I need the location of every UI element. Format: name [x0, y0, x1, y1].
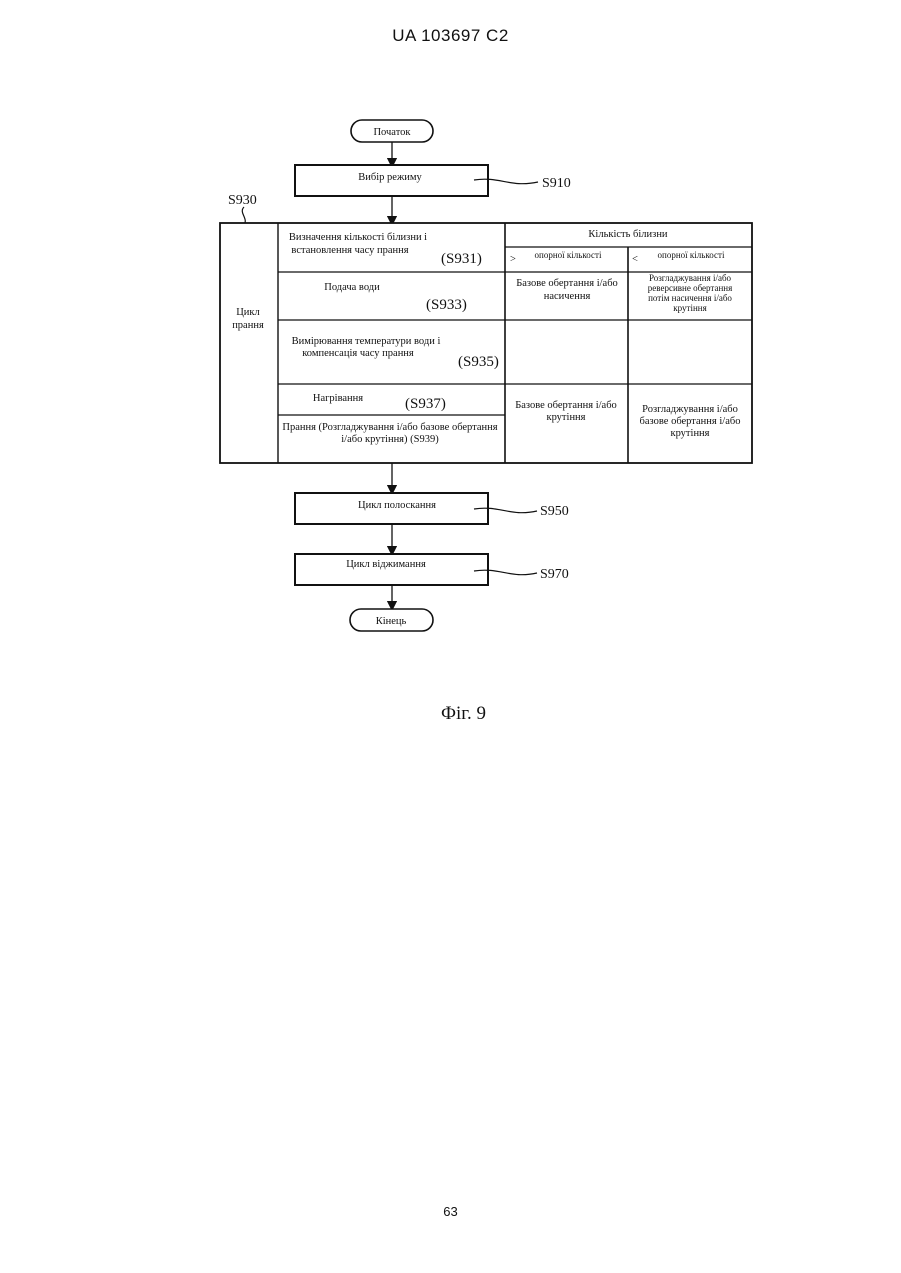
step-s935-code: (S935)	[458, 354, 499, 370]
col1-wash-line2: крутіння	[546, 412, 585, 423]
col2-wash-line1: Розгладжування і/або	[642, 404, 738, 415]
rinse-label: Цикл полоскання	[358, 500, 436, 511]
col2-water-line1: Розгладжування і/або	[649, 273, 732, 283]
step-s937-code: (S937)	[405, 396, 446, 412]
step-s935-line2: компенсація часу прання	[302, 348, 414, 359]
mode-select-code: S910	[542, 176, 571, 191]
col1-header: опорної кількості	[535, 250, 602, 260]
step-s939-line2: і/або крутіння) (S939)	[341, 434, 439, 445]
col2-sign: <	[632, 254, 638, 265]
wash-cycle-label-line1: Цикл	[236, 307, 260, 318]
wash-cycle-label-line2: прання	[232, 320, 264, 331]
col2-wash-line3: крутіння	[670, 428, 709, 439]
wash-cycle-code: S930	[228, 193, 257, 208]
page-number: 63	[0, 1204, 901, 1219]
mode-select-label: Вибір режиму	[358, 172, 422, 183]
col1-wash-line1: Базове обертання і/або	[515, 400, 617, 411]
step-s931-code: (S931)	[441, 251, 482, 267]
col2-water-line3: потім насичення і/або	[648, 293, 732, 303]
step-s933-line1: Подача води	[324, 282, 380, 293]
step-s937-line1: Нагрівання	[313, 393, 363, 404]
figure-caption: Фіг. 9	[0, 703, 901, 725]
end-label: Кінець	[376, 616, 407, 627]
step-s931-line2: встановлення часу прання	[291, 245, 408, 256]
col1-water-line1: Базове обертання і/або	[516, 278, 618, 289]
col1-sign: >	[510, 254, 516, 265]
col2-wash-line2: базове обертання і/або	[640, 416, 741, 427]
rinse-code: S950	[540, 504, 569, 519]
col2-water-line4: крутіння	[673, 303, 706, 313]
spin-label: Цикл віджимання	[346, 559, 426, 570]
col2-header: опорної кількості	[658, 250, 725, 260]
step-s931-line1: Визначення кількості білизни і	[289, 232, 427, 243]
col1-water-line2: насичення	[544, 291, 591, 302]
step-s935-line1: Вимірювання температури води і	[292, 336, 441, 347]
washing-flowchart: Початок Вибір режиму S910 S930 Цикл пран…	[0, 0, 901, 700]
col2-water-line2: реверсивне обертання	[648, 283, 732, 293]
spin-code: S970	[540, 567, 569, 582]
step-s933-code: (S933)	[426, 297, 467, 313]
start-label: Початок	[373, 127, 411, 138]
step-s939-line1: Прання (Розгладжування і/або базове обер…	[282, 422, 497, 433]
laundry-amount-title: Кількість білизни	[588, 229, 668, 240]
